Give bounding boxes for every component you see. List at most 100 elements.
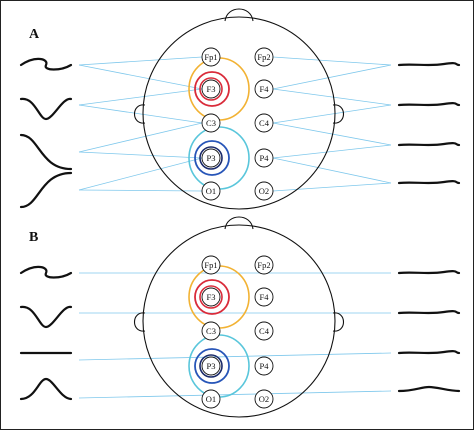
electrode-fp1: Fp1 <box>201 255 221 275</box>
montage-line <box>78 122 203 153</box>
electrode-label: P3 <box>207 361 216 371</box>
electrode-marker <box>201 181 221 201</box>
montage-line <box>272 104 392 124</box>
electrode-marker <box>254 287 274 307</box>
frontal-source-inner <box>199 285 223 309</box>
electrode-marker <box>254 148 274 168</box>
electrode-label: C3 <box>206 326 216 336</box>
electrode-label: F4 <box>260 292 270 302</box>
right-ear <box>332 312 345 332</box>
electrode-label: F4 <box>260 84 270 94</box>
electrode-label: Fp1 <box>204 260 217 270</box>
electrode-label: P4 <box>260 361 270 371</box>
left-waveform <box>19 265 73 279</box>
nose <box>224 8 254 22</box>
montage-line <box>272 182 392 192</box>
montage-line <box>272 64 392 90</box>
electrode-fp1: Fp1 <box>201 47 221 67</box>
left-waveform <box>19 57 73 71</box>
electrode-fp2: Fp2 <box>254 255 274 275</box>
electrode-f3: F3 <box>201 79 221 99</box>
montage-line <box>272 122 392 146</box>
electrode-label: Fp2 <box>257 260 270 270</box>
electrode-label: P3 <box>207 153 216 163</box>
electrode-label: O1 <box>206 394 216 404</box>
electrode-label: O2 <box>259 394 269 404</box>
montage-line <box>78 352 392 361</box>
left-ear <box>133 312 146 332</box>
right-waveform <box>397 350 461 355</box>
electrode-marker <box>254 389 274 409</box>
right-waveform <box>397 385 461 393</box>
electrode-marker <box>254 321 274 341</box>
electrode-marker <box>201 321 221 341</box>
electrode-c4: C4 <box>254 113 274 133</box>
electrode-p4: P4 <box>254 356 274 376</box>
right-ear <box>332 104 345 124</box>
left-waveform <box>19 305 73 329</box>
head-outline <box>142 16 336 210</box>
montage-line <box>78 104 203 124</box>
electrode-o1: O1 <box>201 389 221 409</box>
electrode-label: C4 <box>259 118 270 128</box>
right-waveform <box>397 270 461 275</box>
electrode-o2: O2 <box>254 389 274 409</box>
electrode-f4: F4 <box>254 287 274 307</box>
electrode-marker <box>254 79 274 99</box>
head-outline <box>142 224 336 418</box>
right-waveform <box>397 142 461 147</box>
electrode-label: P4 <box>260 153 270 163</box>
left-ear <box>133 104 146 124</box>
right-waveform <box>397 180 461 185</box>
electrode-label: O1 <box>206 186 216 196</box>
electrode-label: Fp2 <box>257 52 270 62</box>
electrode-marker <box>254 356 274 376</box>
montage-line <box>78 157 203 191</box>
right-waveform <box>397 310 461 315</box>
montage-line <box>272 88 392 106</box>
electrode-marker <box>254 113 274 133</box>
electrode-marker <box>201 113 221 133</box>
frontal-source-middle <box>194 71 230 107</box>
left-waveform <box>19 133 73 171</box>
montage-line <box>272 144 392 159</box>
parietal-source-middle <box>194 140 230 176</box>
panel-label-b: B <box>29 230 38 245</box>
electrode-marker <box>201 287 221 307</box>
montage-line <box>78 390 392 399</box>
electrode-marker <box>201 47 221 67</box>
nose <box>224 216 254 230</box>
electrode-marker <box>254 255 274 275</box>
montage-line <box>78 88 203 106</box>
electrode-o1: O1 <box>201 181 221 201</box>
montage-line <box>78 56 203 66</box>
electrode-f4: F4 <box>254 79 274 99</box>
electrode-marker <box>254 181 274 201</box>
electrode-o2: O2 <box>254 181 274 201</box>
electrode-label: O2 <box>259 186 269 196</box>
electrode-c3: C3 <box>201 321 221 341</box>
frontal-source-middle <box>194 279 230 315</box>
electrode-p3: P3 <box>201 148 221 168</box>
electrode-p4: P4 <box>254 148 274 168</box>
montage-line <box>272 56 392 66</box>
montage-line <box>272 157 392 184</box>
right-waveform <box>397 102 461 107</box>
parietal-source-middle <box>194 348 230 384</box>
electrode-label: C3 <box>206 118 216 128</box>
left-waveform <box>19 171 73 209</box>
electrode-marker <box>201 148 221 168</box>
panel-label-a: A <box>29 27 40 42</box>
montage-line <box>78 151 203 159</box>
electrode-marker <box>254 47 274 67</box>
montage-line <box>78 64 203 90</box>
electrode-marker <box>201 389 221 409</box>
montage-lines <box>78 56 392 192</box>
frontal-source-inner <box>199 77 223 101</box>
left-waveform <box>19 97 73 121</box>
montage-lines <box>78 272 392 399</box>
electrode-label: C4 <box>259 326 270 336</box>
